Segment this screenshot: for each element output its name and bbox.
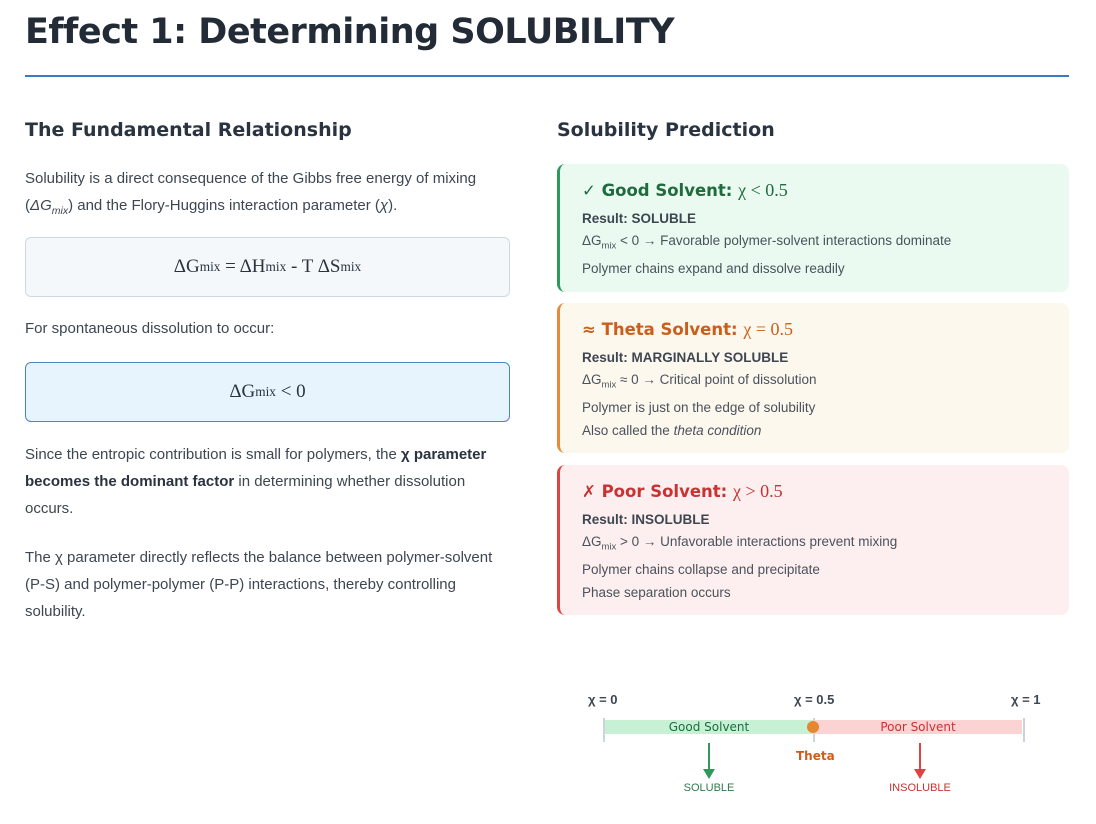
tick-label-1: χ = 1 [1011, 692, 1041, 707]
chi-paragraph: The χ parameter directly reflects the ba… [25, 549, 493, 620]
tick-0 [603, 718, 605, 742]
theta-solvent-card: ≈ Theta Solvent: χ = 0.5 Result: MARGINA… [557, 303, 1069, 453]
good-solvent-region: Good Solvent [605, 720, 813, 734]
entropic-paragraph: Since the entropic contribution is small… [25, 446, 487, 517]
title-divider [25, 75, 1069, 77]
chi-scale-diagram: χ = 0 χ = 0.5 χ = 1 Good Solvent Poor So… [560, 680, 1060, 810]
tick-1 [1023, 718, 1025, 742]
theta-point [807, 721, 819, 733]
soluble-arrow-icon [703, 743, 715, 779]
tick-label-half: χ = 0.5 [794, 692, 835, 707]
left-heading: The Fundamental Relationship [25, 119, 352, 141]
poor-solvent-region: Poor Solvent [814, 720, 1022, 734]
page-title: Effect 1: Determining SOLUBILITY [25, 12, 675, 52]
right-heading: Solubility Prediction [557, 119, 775, 141]
insoluble-label: INSOLUBLE [889, 782, 951, 794]
good-solvent-card: ✓ Good Solvent: χ < 0.5 Result: SOLUBLE … [557, 164, 1069, 292]
theta-label: Theta [796, 749, 835, 763]
poor-solvent-card: ✗ Poor Solvent: χ > 0.5 Result: INSOLUBL… [557, 465, 1069, 615]
insoluble-arrow-icon [914, 743, 926, 779]
intro-text: Solubility is a direct consequence of th… [25, 170, 477, 217]
condition-text: For spontaneous dissolution to occur: [25, 320, 275, 337]
tick-label-0: χ = 0 [588, 692, 618, 707]
soluble-label: SOLUBLE [683, 782, 735, 794]
